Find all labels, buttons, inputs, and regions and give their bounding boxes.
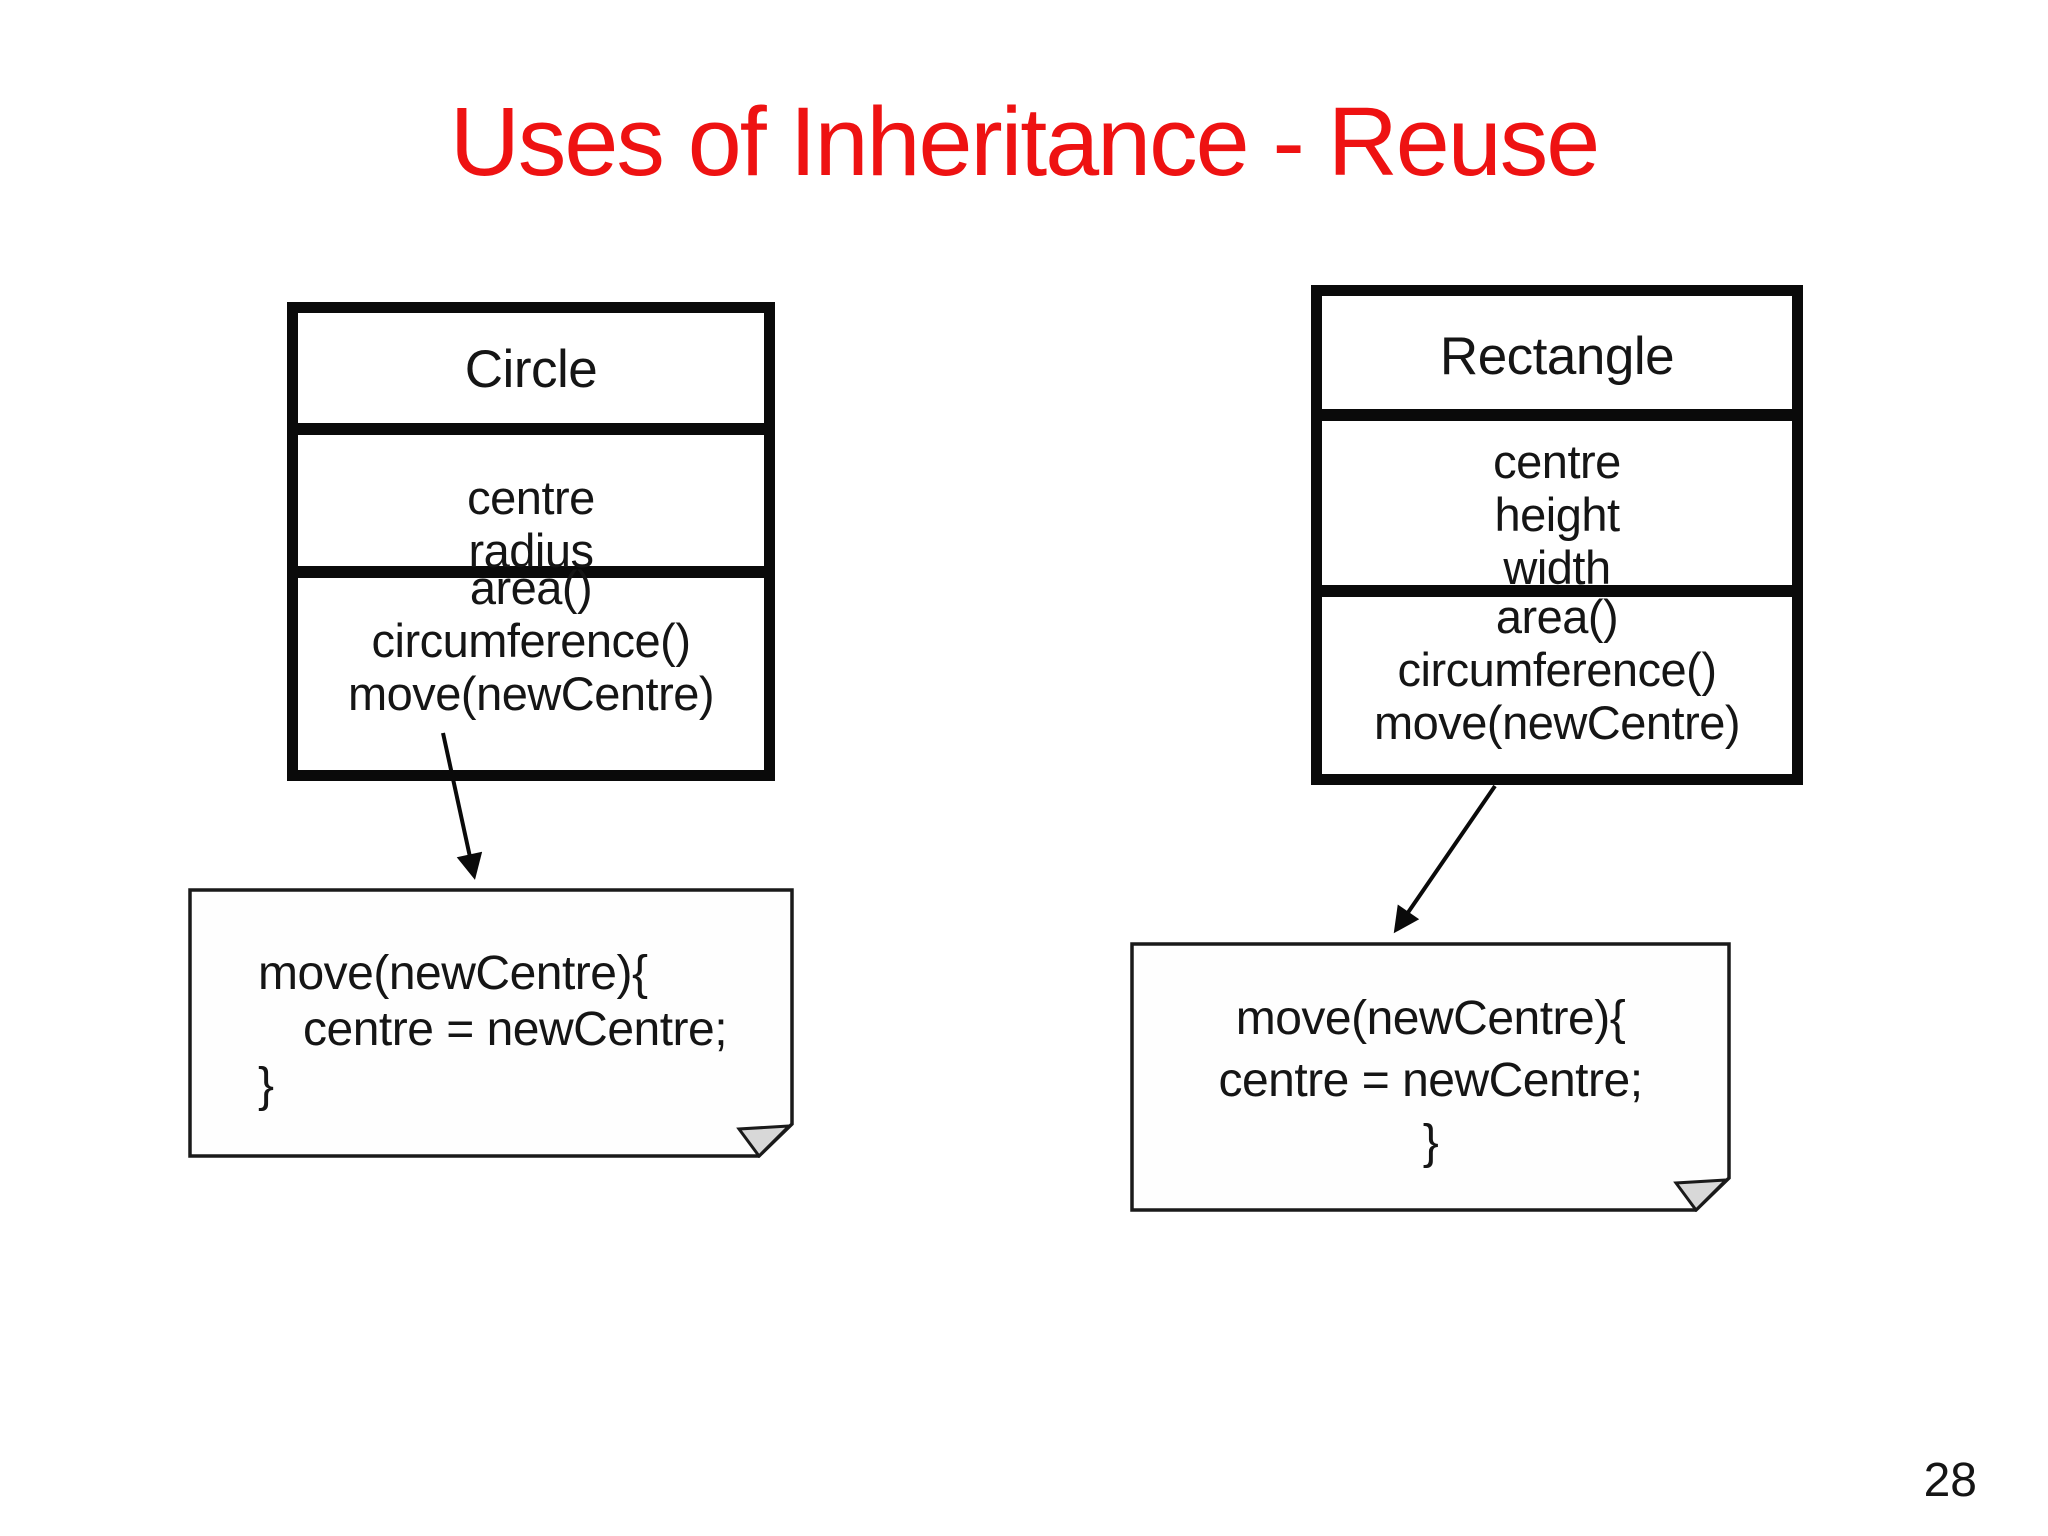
code-line: move(newCentre){ — [1235, 992, 1626, 1045]
circle-method-area: area() — [469, 561, 593, 614]
rectangle-attribute-width: width — [1503, 541, 1611, 594]
rectangle-method-move: move(newCentre) — [1373, 696, 1741, 749]
page-number: 28 — [1923, 1454, 1977, 1507]
circle-attribute-radius: radius — [468, 524, 594, 577]
rectangle-attribute-centre: centre — [1493, 435, 1621, 488]
code-line: move(newCentre){ — [258, 947, 648, 1000]
rectangle-methods-divider — [1322, 585, 1792, 597]
rectangle-class-box: Rectangle centre height width area() cir… — [1311, 285, 1803, 785]
note-fold-corner — [1673, 1178, 1730, 1212]
rectangle-class-name: Rectangle — [1439, 327, 1675, 386]
circle-attributes-compartment: centre radius — [298, 471, 764, 577]
code-line: centre = newCentre; — [303, 1003, 728, 1056]
note-fold-corner — [736, 1124, 793, 1158]
rectangle-method-area: area() — [1495, 590, 1619, 643]
circle-method-move: move(newCentre) — [347, 667, 715, 720]
page-title: Uses of Inheritance - Reuse — [449, 87, 1600, 196]
circle-class-name: Circle — [464, 340, 598, 399]
rectangle-methods-compartment: area() circumference() move(newCentre) — [1322, 590, 1792, 749]
rectangle-attributes-divider — [1322, 409, 1792, 421]
code-line: centre = newCentre; — [1218, 1054, 1643, 1107]
circle-attributes-divider — [298, 423, 764, 435]
circle-methods-divider — [298, 566, 764, 578]
circle-methods-compartment: area() circumference() move(newCentre) — [298, 561, 764, 720]
code-line: } — [258, 1059, 274, 1112]
rectangle-method-circumference: circumference() — [1397, 643, 1717, 696]
rectangle-attribute-height: height — [1494, 488, 1620, 541]
rectangle-note-arrow — [1393, 784, 1497, 934]
note-paper-shape — [188, 888, 794, 1158]
code-line: } — [1422, 1116, 1439, 1169]
circle-move-note: move(newCentre){ centre = newCentre; } — [188, 888, 794, 1158]
circle-attribute-centre: centre — [467, 471, 595, 524]
circle-move-code: move(newCentre){ centre = newCentre; } — [188, 946, 794, 1114]
circle-method-circumference: circumference() — [371, 614, 691, 667]
rectangle-move-note: move(newCentre){ centre = newCentre; } — [1130, 942, 1731, 1212]
rectangle-attributes-compartment: centre height width — [1322, 435, 1792, 594]
rectangle-move-code: move(newCentre){ centre = newCentre; } — [1130, 988, 1731, 1174]
note-paper-shape — [1130, 942, 1731, 1212]
circle-class-box: Circle centre radius area() circumferenc… — [287, 302, 775, 781]
